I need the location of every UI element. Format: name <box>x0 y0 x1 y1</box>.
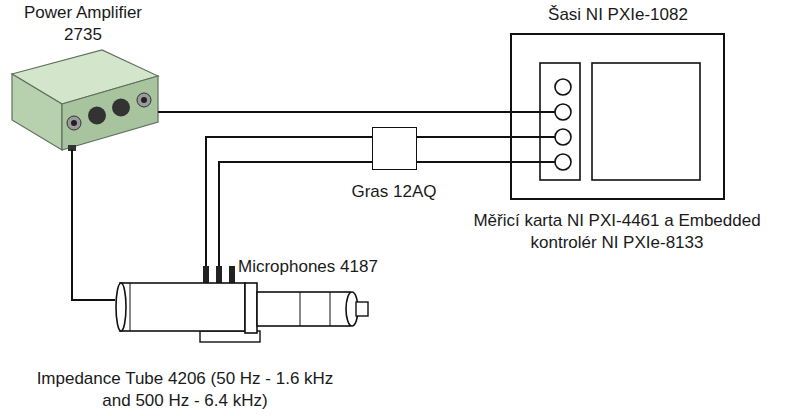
socket <box>112 99 130 117</box>
amplifier-front <box>62 76 158 150</box>
power-amplifier-illustration <box>12 50 158 151</box>
signal-cable <box>417 136 510 138</box>
amplifier-node: Power Amplifier 2735 <box>8 2 158 150</box>
impedance-tube-illustration <box>116 266 368 342</box>
tube-knob <box>356 302 368 316</box>
tube-end <box>116 283 126 331</box>
port <box>555 129 571 145</box>
node-heading: Power Amplifier 2735 <box>8 2 158 46</box>
conditioner-box: Gras 12AQ <box>372 127 417 170</box>
impedance-tube-node: Impedance Tube 4206 (50 Hz - 1.6 kHz and… <box>115 266 373 344</box>
microphone <box>216 266 222 283</box>
wire-stub <box>511 161 555 163</box>
chassis-interior <box>511 63 700 180</box>
bnc-pin <box>141 97 147 103</box>
signal-cable <box>72 150 115 301</box>
port <box>555 79 571 95</box>
bnc-connector <box>67 116 81 130</box>
illustration-space <box>8 46 158 150</box>
signal-cable <box>158 111 510 113</box>
tube-extension <box>257 292 350 326</box>
tube-collar <box>245 283 257 333</box>
port <box>555 104 571 120</box>
tube-ring <box>330 292 331 326</box>
part-label: Microphones 4187 <box>238 256 378 278</box>
signal-cable <box>219 162 372 266</box>
wire-stub <box>511 136 555 138</box>
amplifier-side <box>12 74 62 150</box>
wire-stub <box>511 111 555 113</box>
port <box>555 154 571 170</box>
controller-panel <box>592 63 700 180</box>
node-heading: Šasi NI PXIe-1082 <box>488 4 748 26</box>
tube-ring <box>130 283 131 331</box>
component-label: Měřicí karta NI PXI-4461 a Embedded kont… <box>467 210 767 254</box>
chassis-box: Šasi NI PXIe-1082 <box>510 33 725 200</box>
signal-cable <box>417 161 510 163</box>
socket <box>88 107 106 125</box>
tube-ring <box>300 292 301 326</box>
tube-body <box>120 283 245 331</box>
microphone <box>203 266 209 283</box>
signal-cable <box>206 137 372 266</box>
bnc-pin <box>71 120 77 126</box>
microphone <box>229 266 235 283</box>
node-heading: Impedance Tube 4206 (50 Hz - 1.6 kHz and… <box>25 368 345 412</box>
node-heading: Gras 12AQ <box>314 181 474 203</box>
bnc-connector <box>137 93 151 107</box>
